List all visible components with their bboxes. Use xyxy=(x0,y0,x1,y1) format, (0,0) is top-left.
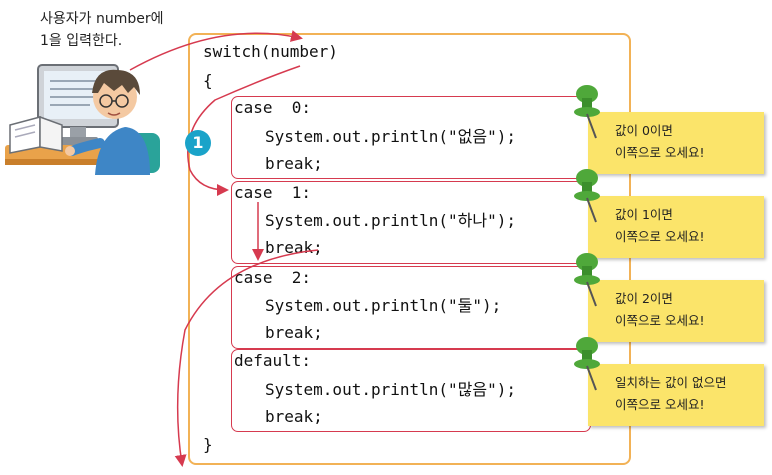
note-0-line-1: 값이 0이면 xyxy=(615,123,673,138)
case-0-label: case 0: xyxy=(234,98,312,117)
step-number-badge: 1 xyxy=(185,130,211,156)
note-2-line-1: 값이 2이면 xyxy=(615,291,673,306)
open-brace: { xyxy=(203,71,213,90)
case-1-label: case 1: xyxy=(234,183,312,202)
note-1-line-1: 값이 1이면 xyxy=(615,207,673,222)
case-1-break: break; xyxy=(265,238,323,257)
note-3-line-1: 일치하는 값이 없으면 xyxy=(615,375,727,390)
pushpin-icon xyxy=(574,85,600,139)
pushpin-icon xyxy=(574,169,600,223)
note-0-line-2: 이쪽으로 오세요! xyxy=(615,145,705,160)
close-brace: } xyxy=(203,435,213,454)
note-3-line-2: 이쪽으로 오세요! xyxy=(615,397,705,412)
sticky-note-case-1: 값이 1이면 이쪽으로 오세요! xyxy=(588,196,764,258)
case-1-print: System.out.println("하나"); xyxy=(265,211,516,230)
case-2-break: break; xyxy=(265,323,323,342)
user-input-caption: 사용자가 number에 1을 입력한다. xyxy=(40,8,164,52)
sticky-note-case-0: 값이 0이면 이쪽으로 오세요! xyxy=(588,112,764,174)
case-0-print: System.out.println("없음"); xyxy=(265,127,516,146)
case-0-break: break; xyxy=(265,154,323,173)
default-print: System.out.println("많음"); xyxy=(265,380,516,399)
case-2-label: case 2: xyxy=(234,268,312,287)
sticky-note-default: 일치하는 값이 없으면 이쪽으로 오세요! xyxy=(588,364,764,426)
note-1-line-2: 이쪽으로 오세요! xyxy=(615,229,705,244)
default-label: default: xyxy=(234,351,312,370)
switch-line: switch(number) xyxy=(203,42,338,61)
pushpin-icon xyxy=(574,253,600,307)
note-2-line-2: 이쪽으로 오세요! xyxy=(615,313,705,328)
case-2-print: System.out.println("둘"); xyxy=(265,296,502,315)
caption-line-1: 사용자가 number에 xyxy=(40,11,164,27)
sticky-note-case-2: 값이 2이면 이쪽으로 오세요! xyxy=(588,280,764,342)
caption-line-2: 1을 입력한다. xyxy=(40,33,123,49)
pushpin-icon xyxy=(574,337,600,391)
user-at-computer-illustration xyxy=(5,64,160,175)
default-break: break; xyxy=(265,407,323,426)
